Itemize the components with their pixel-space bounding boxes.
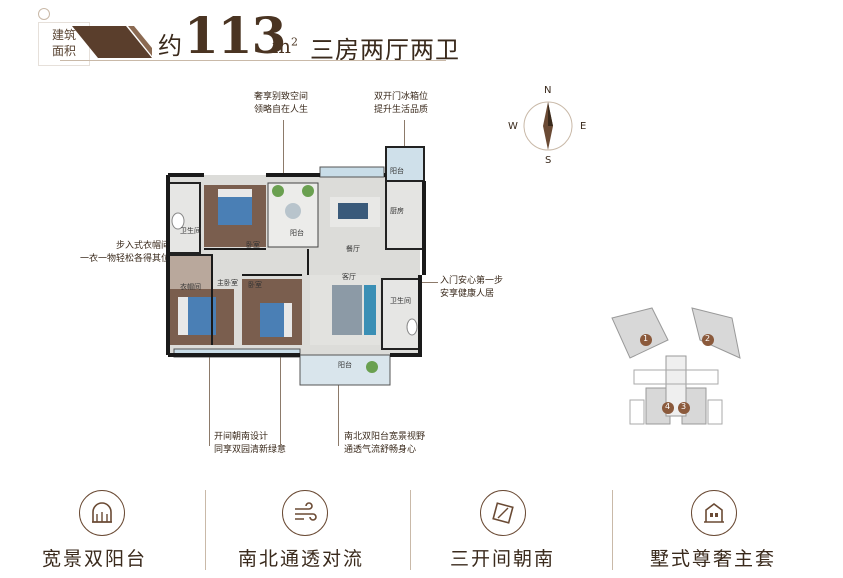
annotation-top-right: 双开门冰箱位 提升生活品质 <box>374 92 429 115</box>
annotation-bottom-left: 开间朝南设计 同享双园清新绿意 <box>214 432 287 455</box>
feature-divider-2 <box>410 490 411 570</box>
key-plan <box>611 307 741 425</box>
compass-icon <box>523 101 573 151</box>
room-label-balcony-top: 阳台 <box>390 167 404 175</box>
compass: N S W E <box>508 85 587 166</box>
leader-right <box>412 282 438 283</box>
keyplan-unit-2: 2 <box>705 334 711 343</box>
logo-mark <box>38 8 50 20</box>
keyplan-unit-4: 4 <box>665 402 671 411</box>
header-stripe-decoration <box>72 26 152 58</box>
annotation-left: 步入式衣帽间 一衣一物轻松各得其位 <box>80 241 171 264</box>
compass-n: N <box>544 85 552 96</box>
feature-label-3: 三开间朝南 <box>450 548 556 570</box>
compass-w: W <box>508 121 518 132</box>
compass-e: E <box>580 121 587 132</box>
annotation-bottom-right: 南北双阳台宽景视野 通透气流舒畅身心 <box>344 432 426 455</box>
feature-divider-1 <box>205 490 206 570</box>
feature-divider-3 <box>612 490 613 570</box>
area-badge-line2: 面积 <box>51 44 76 58</box>
area-unit: m2 <box>272 34 298 58</box>
compass-s: S <box>545 155 552 166</box>
room-label-kitchen: 厨房 <box>390 207 404 215</box>
feature-label-4: 墅式尊奢主套 <box>650 548 777 570</box>
room-label-bedroom-2: 卧室 <box>248 281 262 289</box>
leader-bottom-left-2 <box>280 356 281 446</box>
villa-building-icon <box>691 490 737 536</box>
wind-flow-icon <box>282 490 328 536</box>
feature-label-2: 南北通透对流 <box>238 548 365 570</box>
room-label-balcony-mid: 阳台 <box>290 229 304 237</box>
compass-diamond-icon <box>480 490 526 536</box>
room-label-bathroom-2: 卫生间 <box>390 297 411 305</box>
annotation-right: 入门安心第一步 安享健康人居 <box>440 276 504 299</box>
room-label-walkin-closet: 衣帽间 <box>180 283 201 291</box>
keyplan-unit-3: 3 <box>681 402 687 411</box>
header-underline <box>60 60 446 61</box>
annotation-top-left: 奢享别致空间 领略自在人生 <box>254 92 309 115</box>
room-label-bathroom-1: 卫生间 <box>180 227 201 235</box>
leader-bottom-left-1 <box>209 356 210 446</box>
leader-top-left <box>283 120 284 182</box>
room-label-bedroom-1: 卧室 <box>246 241 260 249</box>
room-label-balcony-bottom: 阳台 <box>338 361 352 369</box>
leader-bottom-right <box>338 370 339 446</box>
balcony-arch-icon <box>79 490 125 536</box>
room-label-master-bedroom: 主卧室 <box>217 279 238 287</box>
room-label-living: 客厅 <box>342 273 356 281</box>
area-approx-label: 约 <box>158 32 182 60</box>
feature-label-1: 宽景双阳台 <box>42 548 148 570</box>
keyplan-unit-1: 1 <box>643 334 649 343</box>
area-value: 113 <box>184 6 286 65</box>
area-badge-line1: 建筑 <box>51 28 76 42</box>
layout-type: 三房两厅两卫 <box>310 36 460 64</box>
floor-plan <box>166 146 426 386</box>
area-unit-sup: 2 <box>290 35 298 49</box>
room-label-dining: 餐厅 <box>346 245 360 253</box>
